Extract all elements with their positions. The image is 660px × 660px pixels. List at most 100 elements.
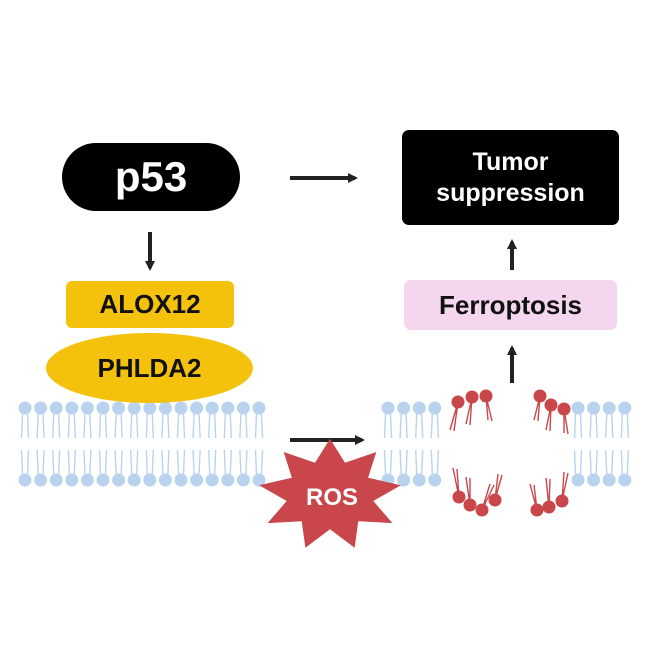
oxidized-lipids <box>449 389 571 517</box>
lipid-head <box>112 401 126 415</box>
lipid-head <box>205 401 219 415</box>
lipid-tail <box>589 413 598 439</box>
lipid-head <box>236 401 250 415</box>
lipid-tail <box>176 413 186 439</box>
oxidized-lipid-head <box>557 402 571 416</box>
lipid-tail <box>573 449 583 475</box>
lipid-head <box>174 473 188 487</box>
lipid-tail <box>98 413 108 439</box>
p53-node: p53 <box>62 143 240 211</box>
lipid-head <box>571 473 585 487</box>
lipid-tail <box>223 449 232 475</box>
lipid-tail <box>176 449 186 475</box>
lipid-tail <box>67 413 76 439</box>
lipid-head <box>618 401 632 415</box>
lipid-head <box>80 401 94 415</box>
lipid-tail <box>67 449 76 475</box>
lipid-tail <box>130 449 139 475</box>
lipid-head <box>190 401 204 415</box>
lipid-head <box>80 473 94 487</box>
lipid-head <box>412 473 426 487</box>
oxidized-lipid-head <box>533 389 547 403</box>
lipid-head <box>412 401 426 415</box>
lipid-tail <box>589 449 598 475</box>
oxidized-lipid-head <box>542 500 556 514</box>
lipid-tail <box>239 413 248 439</box>
oxidized-lipid-head <box>544 398 558 412</box>
lipid-head <box>127 473 141 487</box>
lipid-tail <box>161 449 170 475</box>
lipid-head <box>65 401 79 415</box>
lipid-head <box>65 473 79 487</box>
lipid-head <box>252 401 266 415</box>
lipid-head <box>112 473 126 487</box>
lipid-head <box>397 401 411 415</box>
lipid-tail <box>83 413 92 439</box>
cell-membrane-right <box>381 401 632 487</box>
lipid-head <box>49 473 63 487</box>
lipid-head <box>428 473 442 487</box>
lipid-tail <box>52 413 61 439</box>
lipid-tail <box>254 413 264 439</box>
lipid-tail <box>114 449 123 475</box>
oxidized-lipid-head <box>463 498 477 512</box>
lipid-head <box>34 401 48 415</box>
lipid-tail <box>254 449 264 475</box>
lipid-tail <box>36 449 45 475</box>
lipid-tail <box>415 413 424 439</box>
oxidized-lipid-head <box>465 390 479 404</box>
lipid-tail <box>192 413 201 439</box>
lipid-tail <box>605 449 614 475</box>
lipid-tail <box>415 449 424 475</box>
lipid-tail <box>114 413 123 439</box>
lipid-head <box>127 401 141 415</box>
phlda2-node: PHLDA2 <box>46 333 253 403</box>
lipid-tail <box>52 449 61 475</box>
lipid-tail <box>383 449 393 475</box>
lipid-tail <box>208 449 217 475</box>
lipid-head <box>190 473 204 487</box>
lipid-head <box>158 401 172 415</box>
lipid-tail <box>430 449 439 475</box>
lipid-head <box>18 401 32 415</box>
lipid-tail <box>239 449 248 475</box>
lipid-tail <box>399 449 408 475</box>
lipid-tail <box>208 413 217 439</box>
lipid-tail <box>36 413 45 439</box>
lipid-head <box>571 401 585 415</box>
lipid-tail <box>145 413 154 439</box>
lipid-tail <box>98 449 108 475</box>
lipid-tail <box>620 413 629 439</box>
lipid-head <box>221 473 235 487</box>
tumor-suppression-node: Tumor suppression <box>402 130 619 225</box>
lipid-tail <box>161 413 170 439</box>
lipid-head <box>602 473 616 487</box>
lipid-head <box>158 473 172 487</box>
lipid-head <box>252 473 266 487</box>
lipid-head <box>381 401 395 415</box>
lipid-tail <box>20 413 30 439</box>
lipid-tail <box>605 413 614 439</box>
lipid-tail <box>383 413 393 439</box>
lipid-head <box>428 401 442 415</box>
lipid-head <box>221 401 235 415</box>
lipid-tail <box>399 413 408 439</box>
lipid-head <box>236 473 250 487</box>
lipid-tail <box>620 449 629 475</box>
ros-star-shape <box>259 438 401 548</box>
lipid-head <box>174 401 188 415</box>
lipid-tail <box>145 449 154 475</box>
lipid-tail <box>20 449 30 475</box>
oxidized-lipid-head <box>451 395 465 409</box>
oxidized-lipid-head <box>555 494 569 508</box>
lipid-tail <box>130 413 139 439</box>
lipid-head <box>205 473 219 487</box>
oxidized-lipid-head <box>479 389 493 403</box>
lipid-head <box>34 473 48 487</box>
lipid-head <box>397 473 411 487</box>
alox12-node: ALOX12 <box>66 281 234 328</box>
lipid-head <box>618 473 632 487</box>
lipid-tail <box>83 449 92 475</box>
lipid-tail <box>192 449 201 475</box>
